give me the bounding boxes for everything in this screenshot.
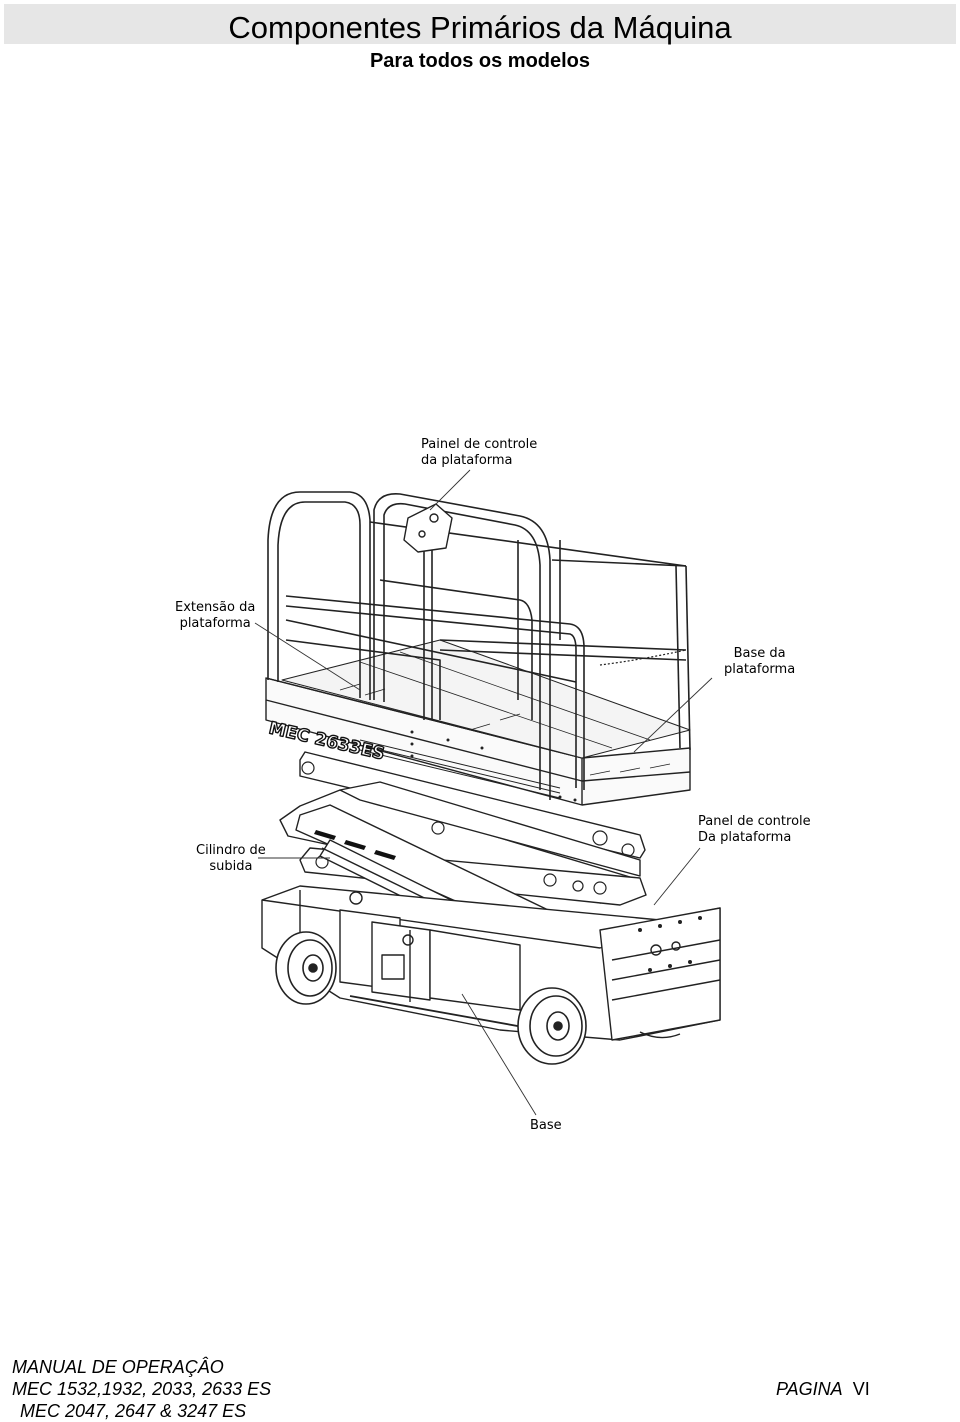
entry-chain <box>600 650 686 665</box>
wheel-rear <box>276 932 336 1004</box>
wheel-far <box>640 1032 680 1038</box>
label-lift-cylinder: Cilindro de subida <box>196 843 266 874</box>
footer-page-number: VI <box>852 1379 870 1399</box>
guard-rails <box>268 492 690 800</box>
platform-control-box <box>404 504 452 552</box>
page-title: Componentes Primários da Máquina <box>228 10 732 45</box>
leader-lines <box>255 470 712 1115</box>
footer-models-line2: MEC 2047, 2647 & 3247 ES <box>20 1401 247 1421</box>
title-bar <box>4 4 956 44</box>
label-base: Base <box>530 1118 562 1133</box>
label-control-panel-top: Painel de controle da plataforma <box>421 437 538 468</box>
footer-page-label: PAGINA <box>776 1379 843 1399</box>
wheel-front <box>518 988 586 1064</box>
footer-models-line1: MEC 1532,1932, 2033, 2633 ES <box>12 1379 272 1399</box>
page-subtitle: Para todos os modelos <box>369 50 591 72</box>
label-control-panel-ground: Panel de controle Da plataforma <box>698 814 811 845</box>
footer-manual-title: MANUAL DE OPERAÇÂO <box>12 1357 224 1377</box>
label-platform-base: Base da plataforma <box>724 646 796 677</box>
footer-page: PAGINA VI <box>776 1378 870 1400</box>
chassis <box>262 886 720 1040</box>
label-platform-extension: Extensão da plataforma <box>175 600 256 631</box>
